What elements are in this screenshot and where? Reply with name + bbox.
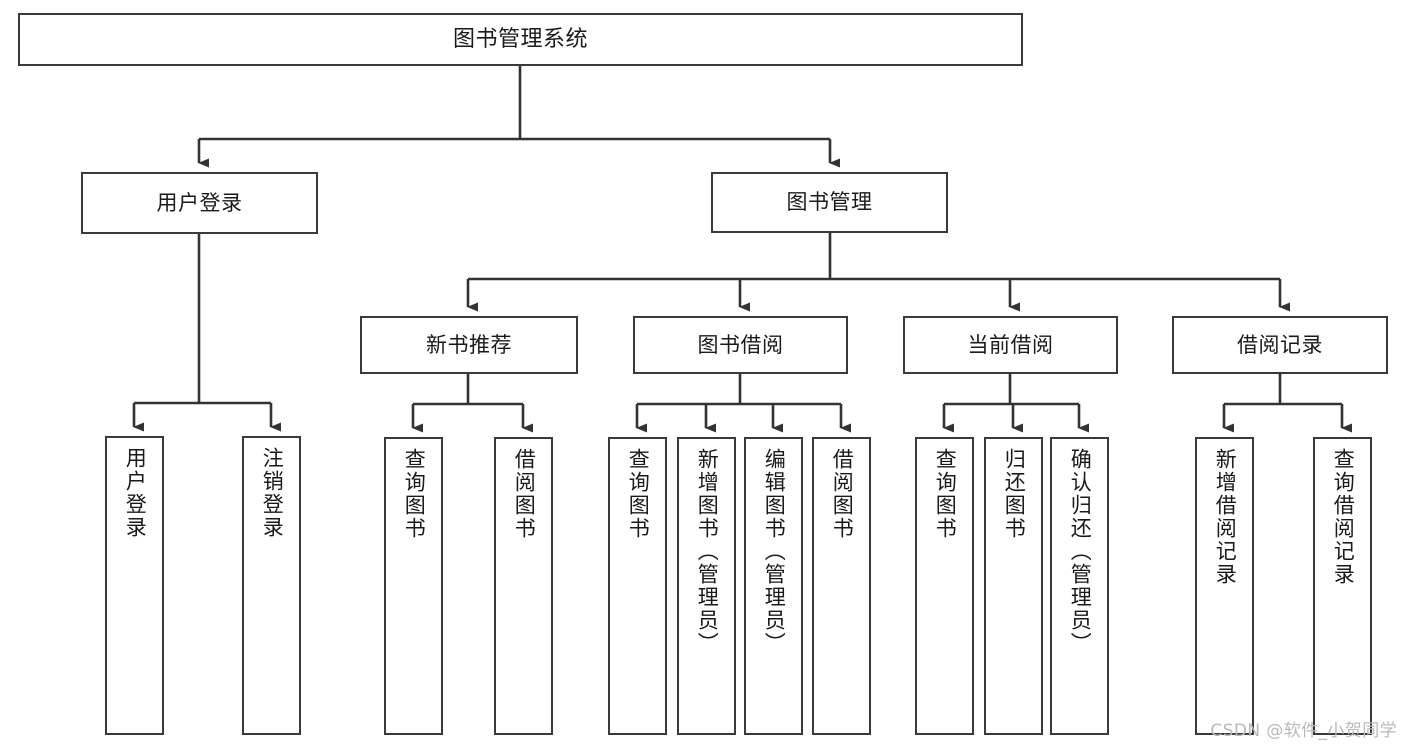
node-label: 新增图书（管理员） [695, 448, 720, 655]
node-book-borrow[interactable]: 图书借阅 [633, 316, 848, 374]
leaf-borrow-query-book[interactable]: 查询图书 [608, 437, 667, 735]
leaf-current-confirm-return-admin[interactable]: 确认归还（管理员） [1050, 437, 1109, 735]
leaf-user-login-login[interactable]: 用户登录 [105, 436, 164, 735]
leaf-new-book-query[interactable]: 查询图书 [384, 437, 443, 735]
leaf-current-query-book[interactable]: 查询图书 [915, 437, 974, 735]
node-user-login[interactable]: 用户登录 [81, 172, 318, 234]
leaf-record-add[interactable]: 新增借阅记录 [1195, 437, 1254, 735]
node-label: 归还图书 [1002, 448, 1027, 540]
node-borrow-record[interactable]: 借阅记录 [1172, 316, 1388, 374]
leaf-record-query[interactable]: 查询借阅记录 [1313, 437, 1372, 735]
node-label: 新增借阅记录 [1213, 448, 1238, 586]
node-label: 借阅图书 [830, 448, 855, 540]
node-label: 图书管理系统 [452, 26, 588, 52]
node-label: 借阅图书 [512, 448, 537, 540]
node-label: 图书管理 [786, 190, 873, 214]
node-label: 用户登录 [156, 190, 243, 215]
node-new-book-recommend[interactable]: 新书推荐 [360, 316, 578, 374]
node-root-system[interactable]: 图书管理系统 [18, 13, 1023, 66]
node-label: 查询图书 [402, 448, 427, 540]
node-label: 当前借阅 [967, 332, 1054, 357]
node-book-management[interactable]: 图书管理 [711, 172, 948, 233]
node-label: 用户登录 [123, 447, 148, 539]
node-label: 图书借阅 [697, 332, 784, 357]
node-current-borrow[interactable]: 当前借阅 [903, 316, 1118, 374]
leaf-borrow-edit-book-admin[interactable]: 编辑图书（管理员） [744, 437, 803, 735]
leaf-user-login-logout[interactable]: 注销登录 [242, 436, 301, 735]
node-label: 查询借阅记录 [1331, 448, 1356, 586]
leaf-borrow-add-book-admin[interactable]: 新增图书（管理员） [677, 437, 736, 735]
node-label: 注销登录 [260, 447, 285, 539]
node-label: 查询图书 [626, 448, 651, 540]
node-label: 新书推荐 [426, 332, 512, 357]
node-label: 查询图书 [933, 448, 958, 540]
leaf-borrow-borrow-book[interactable]: 借阅图书 [812, 437, 871, 735]
node-label: 确认归还（管理员） [1068, 448, 1093, 655]
leaf-current-return-book[interactable]: 归还图书 [984, 437, 1043, 735]
leaf-new-book-borrow[interactable]: 借阅图书 [494, 437, 553, 735]
node-label: 编辑图书（管理员） [762, 448, 787, 655]
node-label: 借阅记录 [1237, 332, 1323, 357]
csdn-watermark: CSDN @软件_小贺同学 [1210, 721, 1397, 741]
